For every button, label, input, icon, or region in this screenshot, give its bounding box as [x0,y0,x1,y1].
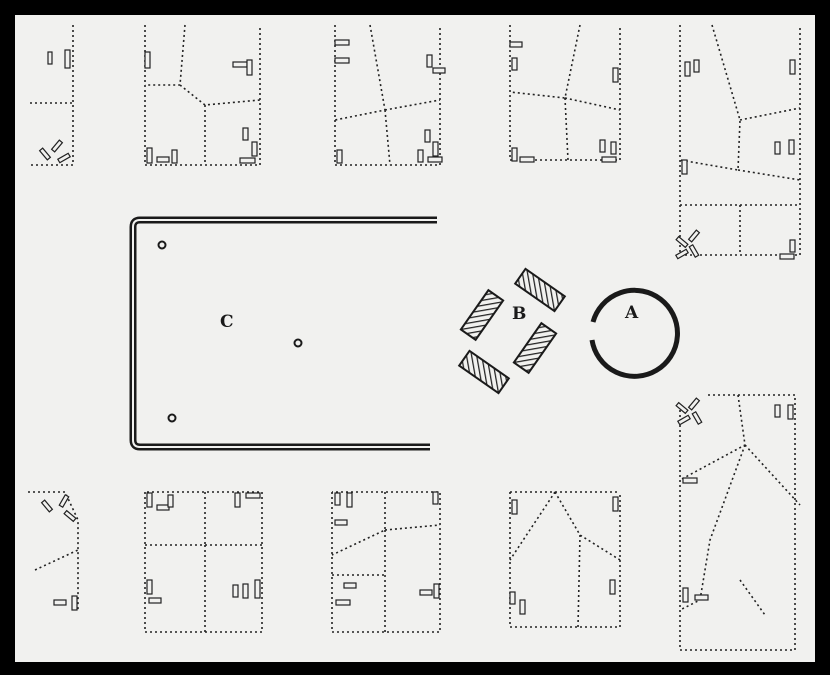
hatched-block [457,349,511,395]
enclosure-c: C [129,216,437,451]
label-c: C [220,312,234,332]
post-marker [293,338,303,348]
hatched-block [512,321,558,375]
hatched-block [459,288,505,342]
hatched-block [513,267,567,313]
house-plots [28,24,801,651]
structure-b: B [457,267,567,395]
post-marker [157,240,167,250]
plan-paper [15,15,815,662]
label-b: B [512,304,526,324]
ring-a: A [589,287,680,379]
post-marker [167,413,177,423]
label-a: A [624,303,639,323]
